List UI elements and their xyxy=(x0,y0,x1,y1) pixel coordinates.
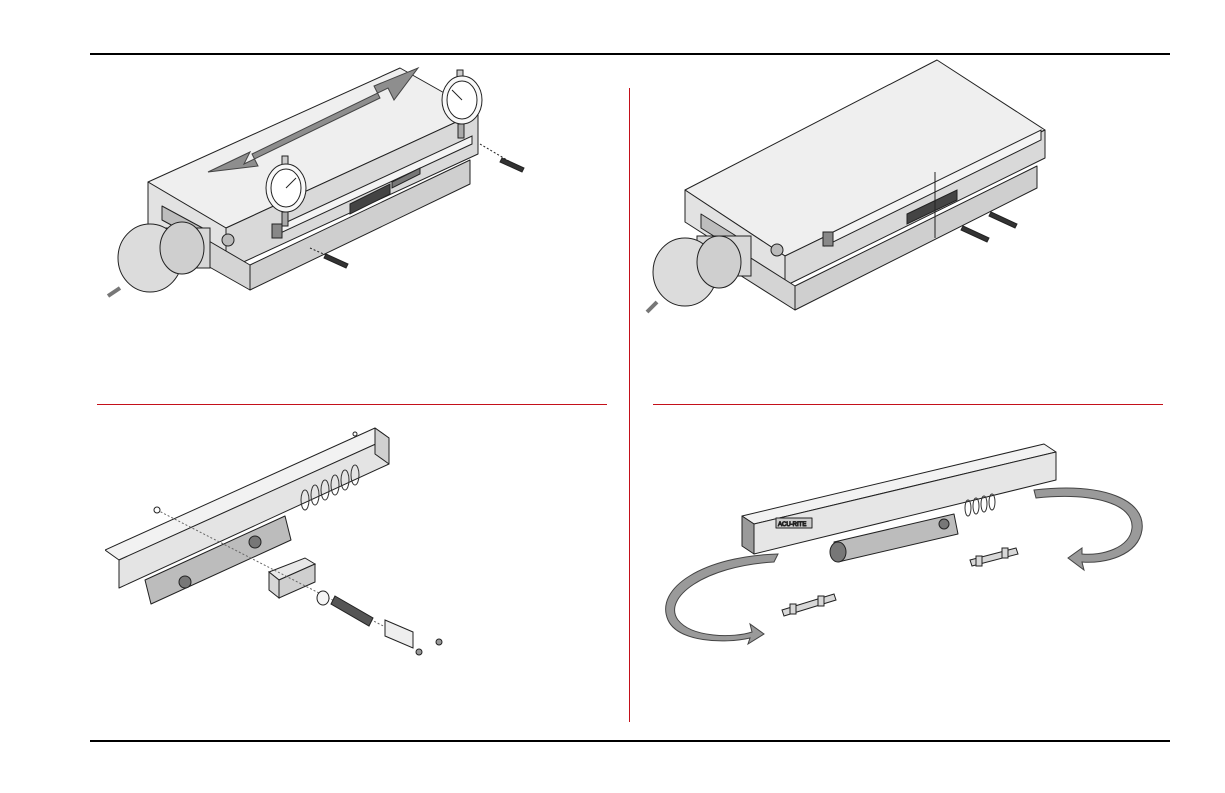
scale-brand-label: ACU-RITE xyxy=(778,522,806,528)
vertical-divider xyxy=(629,88,630,722)
header-rule xyxy=(90,53,1170,55)
figure-encoder-mounted-on-machine xyxy=(645,58,1065,328)
shipping-clip-icon xyxy=(782,594,836,616)
rotate-left-arrow-icon xyxy=(666,554,778,644)
washer xyxy=(317,591,329,605)
figure-mounting-bracket-exploded xyxy=(105,420,455,675)
mounting-bracket xyxy=(269,558,315,598)
rotate-right-arrow-icon xyxy=(1034,488,1142,570)
shipping-clip-icon xyxy=(970,548,1018,566)
mounting-screw-icon xyxy=(480,144,524,172)
footer-rule xyxy=(90,740,1170,742)
right-row-divider xyxy=(653,404,1163,405)
figure-dial-indicator-alignment xyxy=(100,60,620,380)
clamp-plate xyxy=(385,620,413,648)
left-row-divider xyxy=(97,404,607,405)
bolt xyxy=(331,596,373,626)
screw-icon xyxy=(416,649,422,655)
figure-scale-rotation-shipping-clips: ACU-RITE xyxy=(664,438,1154,648)
screw-icon xyxy=(436,639,442,645)
